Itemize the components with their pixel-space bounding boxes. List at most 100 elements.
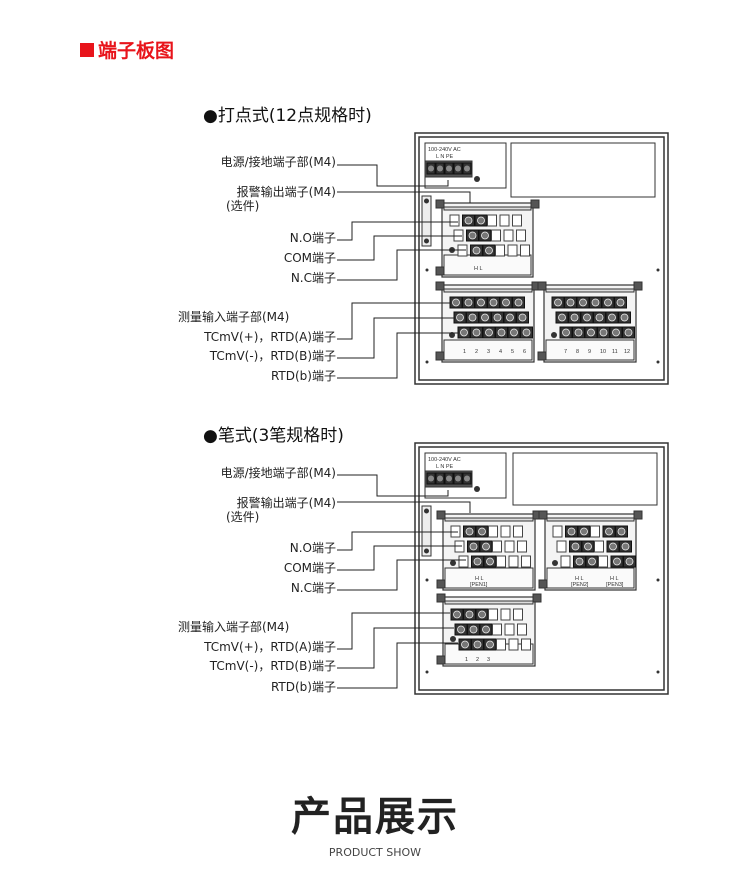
- block-rail: [444, 517, 534, 522]
- empty-terminal: [594, 540, 604, 553]
- empty-terminal: [496, 638, 506, 651]
- power-terminal-label: L N PE: [436, 154, 454, 160]
- screw-head-icon: [506, 313, 514, 322]
- channel-number: 1: [463, 349, 466, 355]
- channel-number: 11: [612, 349, 618, 355]
- mount-clip: [435, 351, 445, 361]
- screw-head-icon: [591, 298, 600, 307]
- screw-head-icon: [455, 165, 461, 172]
- screw-head-icon: [518, 313, 527, 322]
- empty-terminal: [504, 623, 515, 636]
- screw-head-icon: [464, 475, 470, 482]
- screw-head-icon: [562, 328, 570, 337]
- channel-number: 6: [523, 349, 526, 355]
- screw-head-icon: [478, 527, 486, 536]
- com-leader-line: [337, 235, 462, 261]
- mount-clip: [532, 593, 542, 603]
- screw-head-icon: [570, 313, 579, 322]
- channel-number: 2: [475, 349, 478, 355]
- empty-terminal: [598, 555, 608, 568]
- ground-screw-icon: [551, 332, 557, 338]
- empty-terminal: [513, 525, 523, 538]
- tc-plus-leader-line: [337, 612, 450, 650]
- screw-head-icon: [428, 475, 434, 482]
- screw-head-icon: [579, 298, 587, 307]
- power-terminal-label: L N PE: [436, 464, 454, 470]
- panel-outer: [414, 132, 669, 385]
- label-measure: 测量输入端子部(M4): [178, 310, 290, 324]
- mount-hole-icon: [425, 360, 429, 364]
- label-tc-plus: TCmV(+)，RTD(A)端子: [204, 330, 336, 344]
- screw-head-icon: [482, 625, 490, 634]
- screw-head-icon: [620, 313, 629, 322]
- mount-clip: [436, 593, 446, 603]
- screw-head-icon: [446, 475, 452, 482]
- screw-head-icon: [558, 313, 566, 322]
- screw-head-icon: [469, 625, 478, 634]
- nc-leader-line: [337, 249, 466, 281]
- block-label-strip: [545, 339, 635, 361]
- screw-head-icon: [584, 542, 592, 551]
- screw-head-icon: [468, 231, 477, 240]
- section-header: 端子板图: [80, 36, 174, 63]
- screw-head-icon: [566, 298, 575, 307]
- screw-head-icon: [583, 313, 591, 322]
- label-alarm: 报警输出端子(M4): [236, 185, 336, 199]
- power-leader-line: [337, 474, 449, 497]
- channel-number: 3: [487, 349, 490, 355]
- screw-head-icon: [522, 328, 531, 337]
- empty-terminal: [512, 214, 522, 227]
- mount-hole-icon: [656, 268, 660, 272]
- screw-head-icon: [446, 165, 452, 172]
- label-no: N.O端子: [289, 541, 336, 555]
- screw-head-icon: [437, 165, 443, 172]
- screw-head-icon: [482, 542, 490, 551]
- empty-terminal: [499, 214, 510, 227]
- channel-number: 10: [600, 349, 606, 355]
- screw-head-icon: [604, 298, 612, 307]
- no-leader-line: [337, 531, 458, 551]
- screw-head-icon: [588, 557, 596, 566]
- mount-clip: [436, 510, 446, 520]
- label-power: 电源/接地端子部(M4): [220, 155, 336, 169]
- empty-terminal: [507, 244, 518, 257]
- screw-head-icon: [455, 475, 461, 482]
- screw-head-icon: [486, 640, 494, 649]
- label-alarm: 报警输出端子(M4): [236, 496, 336, 510]
- screw-head-icon: [464, 165, 470, 172]
- screw-head-icon: [617, 527, 626, 536]
- screw-head-icon: [472, 328, 481, 337]
- empty-terminal: [516, 229, 526, 242]
- block-label-strip: [546, 567, 635, 589]
- screw-head-icon: [469, 542, 478, 551]
- screw-head-icon: [493, 313, 502, 322]
- screw-head-icon: [461, 640, 469, 649]
- screw-head-icon: [612, 328, 620, 337]
- empty-terminal: [496, 555, 506, 568]
- label-tc-minus: TCmV(-)，RTD(B)端子: [209, 659, 336, 673]
- screw-head-icon: [554, 298, 562, 307]
- ground-screw-icon: [450, 560, 456, 566]
- screw-head-icon: [609, 542, 617, 551]
- rtd-b-leader-line: [337, 642, 458, 689]
- power-rating-label: 100-240V AC: [428, 147, 461, 153]
- mount-clip: [538, 579, 548, 589]
- screw-head-icon: [460, 328, 468, 337]
- screw-head-icon: [605, 527, 613, 536]
- empty-terminal: [513, 608, 523, 621]
- panel-inner: [418, 446, 665, 691]
- panel-outer: [414, 442, 669, 695]
- screw-head-icon: [625, 557, 634, 566]
- label-rtd-b: RTD(b)端子: [270, 680, 336, 694]
- section1-title: ●打点式(12点规格时): [203, 106, 372, 126]
- power-leader-line: [337, 164, 449, 187]
- empty-terminal: [508, 555, 519, 568]
- screw-head-icon: [567, 527, 576, 536]
- empty-terminal: [487, 214, 497, 227]
- screw-head-icon: [452, 298, 460, 307]
- pen-label: [PEN3]: [606, 582, 624, 588]
- block-rail: [443, 206, 532, 211]
- block-label-strip: [443, 254, 532, 276]
- power-rating-label: 100-240V AC: [428, 457, 461, 463]
